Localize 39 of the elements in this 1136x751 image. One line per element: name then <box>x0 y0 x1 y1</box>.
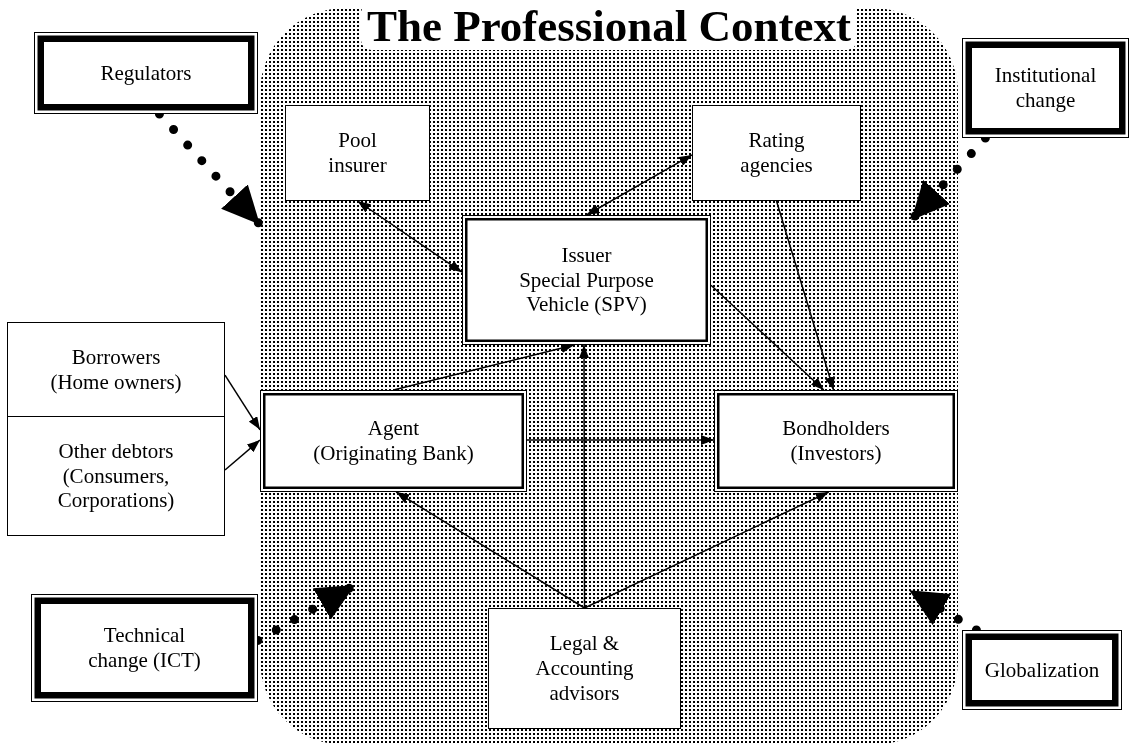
box-label: (Consumers, Corporations) <box>56 463 176 514</box>
arrow <box>224 439 261 471</box>
box-label: Rating agencies <box>739 128 814 178</box>
process-box <box>260 390 527 492</box>
arrow <box>585 154 693 216</box>
influence-box <box>962 38 1129 138</box>
process-box <box>462 215 711 345</box>
arrow <box>395 491 586 609</box>
box-label: Globalization <box>984 657 1100 683</box>
box-label: Legal & Accounting advisors <box>534 631 635 706</box>
box-label: Technical change (ICT) <box>87 623 202 673</box>
box-label: Other debtors <box>58 438 174 464</box>
arrow <box>526 435 715 445</box>
arrow <box>356 200 463 273</box>
process-box <box>714 390 958 492</box>
influence-box <box>31 594 258 702</box>
influence-box <box>962 630 1122 710</box>
box-label: (Investors) <box>790 441 882 466</box>
process-box <box>7 416 225 536</box>
influence-box <box>34 32 258 114</box>
process-box <box>7 322 225 417</box>
arrow <box>579 344 590 609</box>
box-label: Bondholders <box>782 416 890 441</box>
arrow <box>224 374 261 431</box>
process-box <box>285 105 430 201</box>
arrow <box>775 200 835 391</box>
box-label: Borrowers <box>71 344 161 370</box>
box-label: Special Purpose Vehicle (SPV) <box>518 267 655 318</box>
arrow <box>583 491 830 609</box>
process-box <box>692 105 861 201</box>
box-label: (Originating Bank) <box>313 441 474 466</box>
arrow <box>710 284 825 391</box>
box-label: Pool insurer <box>327 128 388 178</box>
box-label: Regulators <box>100 60 192 86</box>
box-label: Institutional change <box>993 63 1098 113</box>
box-label: Issuer <box>561 242 612 268</box>
box-label: Agent <box>367 416 420 441</box>
box-label: (Home owners) <box>50 369 182 395</box>
process-box <box>488 608 681 729</box>
